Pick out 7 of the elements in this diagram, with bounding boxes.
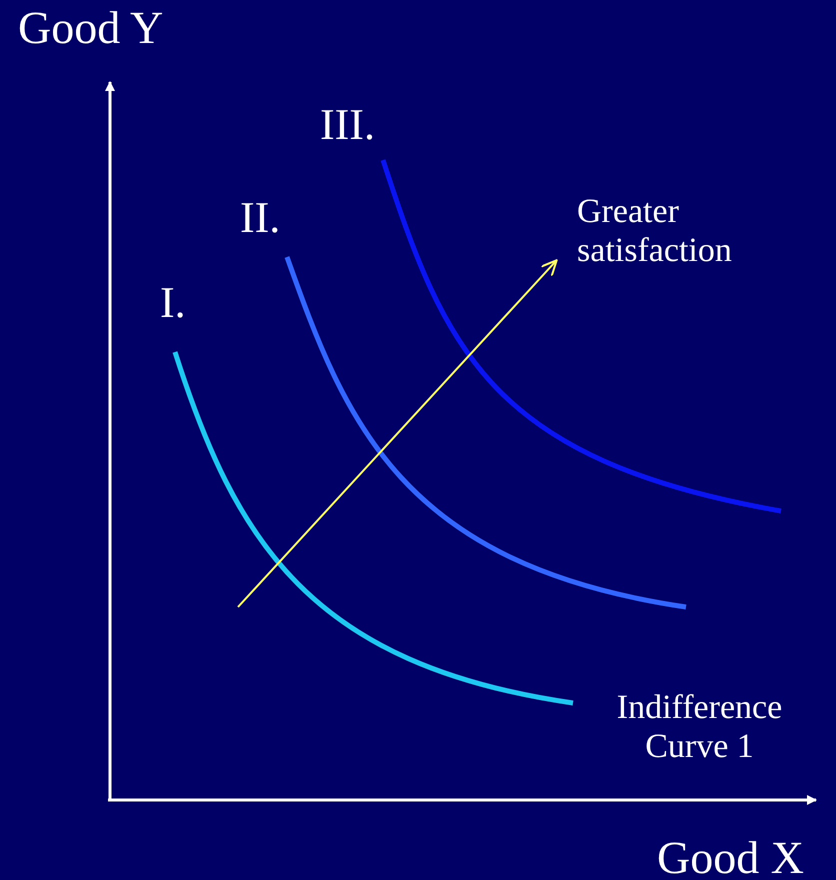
curve-label: I. <box>160 278 186 329</box>
axis-label: Good Y <box>18 2 164 55</box>
annotation: Greater satisfaction <box>577 192 733 270</box>
curve-label: II. <box>240 193 280 244</box>
curve-label: III. <box>320 100 375 151</box>
curve-label: Indifference Curve 1 <box>616 688 784 766</box>
axis-label: Good X <box>657 832 804 880</box>
